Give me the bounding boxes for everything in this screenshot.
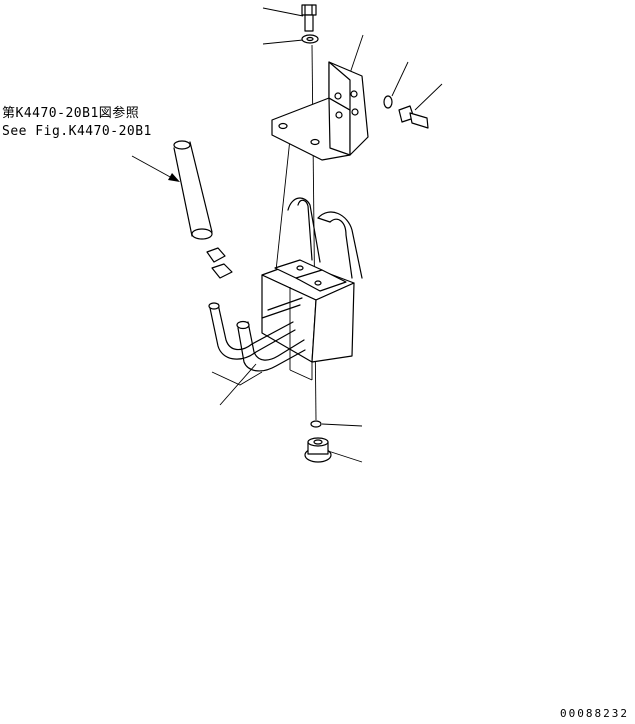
heater-pipes-lower <box>208 297 306 372</box>
bottom-washer <box>310 420 322 428</box>
mount-leader <box>211 371 263 386</box>
reference-label-jp: 第K4470-20B1図参照 <box>2 106 140 121</box>
mounting-bracket <box>271 61 369 161</box>
bottom-nut <box>304 437 332 463</box>
hose-clamps <box>206 247 233 279</box>
heater-pipes-top <box>287 197 363 279</box>
reference-hose <box>173 140 213 240</box>
side-washer <box>383 95 393 109</box>
reference-arrow <box>131 155 180 182</box>
top-bolt <box>301 4 317 32</box>
side-bolt <box>398 105 429 129</box>
drawing-number: 00088232 <box>560 707 629 720</box>
mount-axis-line <box>274 119 293 281</box>
heater-core <box>261 259 355 381</box>
reference-label-en: See Fig.K4470-20B1 <box>2 124 152 139</box>
